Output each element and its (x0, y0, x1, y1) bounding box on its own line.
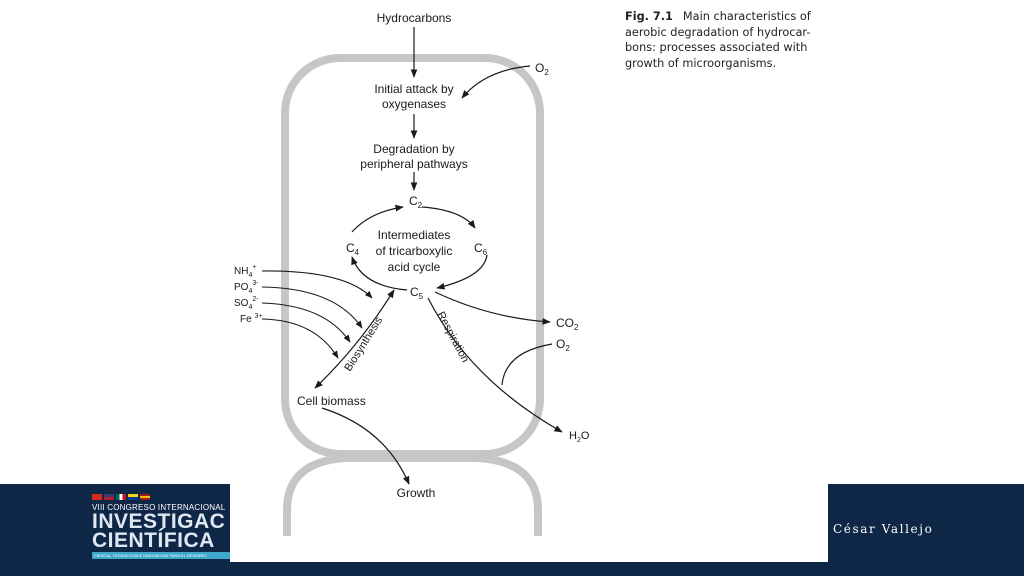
congress-label: VIII CONGRESO INTERNACIONAL (92, 503, 226, 512)
po4-base: PO (234, 282, 249, 293)
arrow-c5-to-co2 (434, 291, 551, 325)
c4-sub: 4 (355, 248, 360, 257)
label-so4: SO42- (234, 296, 259, 311)
o2-top-o: O (535, 61, 544, 75)
label-respiration: Respiration (434, 310, 471, 365)
flag-icon (104, 494, 114, 500)
caption-line: Main characteristics of (682, 10, 811, 23)
po4-sub: 4 (248, 288, 252, 295)
c2-sub: 2 (418, 201, 423, 210)
c5-sub: 5 (419, 292, 424, 301)
label-degradation-line2: peripheral pathways (360, 157, 467, 171)
so4-sup: 2- (252, 296, 259, 303)
congress-logo: VIII CONGRESO INTERNACIONAL INVESTIGAC C… (92, 494, 232, 564)
arrow-c5-to-c4 (351, 256, 408, 291)
label-c2: C2 (409, 194, 423, 210)
label-growth: Growth (397, 486, 436, 500)
arrow-biomass-to-growth (321, 407, 410, 485)
arrow-biosynthesis (314, 289, 395, 389)
c6-sub: 6 (483, 248, 488, 257)
daughter-cell-outline (283, 454, 542, 536)
arrow-c6-to-c5 (436, 254, 488, 290)
logo-tagline: CIENCIA, TECNOLOGÍA E INNOVACIÓN PARA EL… (92, 552, 232, 559)
po4-sup: 3- (252, 280, 259, 287)
line-o2-to-respiration (501, 343, 553, 386)
so4-sub: 4 (248, 304, 252, 311)
label-o2-right: O2 (556, 337, 570, 353)
c2-c: C (409, 194, 418, 208)
o2-top-sub: 2 (544, 68, 549, 77)
c5-c: C (410, 285, 419, 299)
c4-c: C (346, 241, 355, 255)
fe-base: Fe (240, 314, 252, 325)
caption-figure-number: Fig. 7.1 (625, 10, 673, 23)
arrow-fe (261, 318, 339, 359)
label-biosynthesis: Biosynthesis (342, 314, 385, 373)
caption-line: growth of microorganisms. (625, 56, 777, 70)
logo-title-line2: CIENTÍFICA (92, 529, 215, 552)
so4-base: SO (234, 298, 249, 309)
o2-right-sub: 2 (565, 344, 570, 353)
arrow-c2-to-c6 (421, 206, 476, 229)
label-c5: C5 (410, 285, 424, 301)
label-cell-biomass: Cell biomass (297, 394, 366, 408)
caption-line: aerobic degradation of hydrocar- (625, 25, 811, 39)
label-tca-line2: of tricarboxylic (376, 244, 453, 258)
arrow-c4-to-c2 (351, 204, 404, 233)
label-degradation-line1: Degradation by (373, 142, 454, 156)
h2o-h: H (569, 430, 577, 442)
label-hydrocarbons: Hydrocarbons (377, 11, 452, 25)
flag-icon (116, 494, 126, 500)
label-co2: CO2 (556, 316, 579, 332)
h2o-sub: 2 (577, 437, 581, 444)
figure-caption: Fig. 7.1 Main characteristics of aerobic … (625, 9, 830, 71)
arrow-o2-to-attack (461, 65, 531, 99)
o2-right-o: O (556, 337, 565, 351)
nh4-sub: 4 (248, 272, 252, 279)
h2o-o: O (581, 430, 590, 442)
label-initial-attack-line1: Initial attack by (374, 82, 453, 96)
figure-card (230, 0, 828, 562)
flags-row (92, 494, 232, 500)
co2-sub: 2 (574, 323, 579, 332)
arrow-nh4 (261, 270, 373, 299)
nh4-base: NH (234, 266, 248, 277)
label-tca-line3: acid cycle (388, 260, 441, 274)
c6-c: C (474, 241, 483, 255)
nh4-sup: + (252, 264, 256, 271)
arrow-respiration-to-h2o (427, 297, 563, 433)
arrow-so4 (261, 302, 351, 343)
label-c6: C6 (474, 241, 488, 257)
brand-name: César Vallejo (833, 522, 934, 536)
label-h2o: H2O (569, 430, 590, 444)
label-c4: C4 (346, 241, 360, 257)
label-tca-line1: Intermediates (378, 228, 451, 242)
caption-line: bons: processes associated with (625, 41, 808, 54)
arrow-po4 (261, 286, 363, 329)
label-o2-top: O2 (535, 61, 549, 77)
label-nh4: NH4+ (234, 264, 256, 279)
fe-sup: 3+ (255, 313, 263, 320)
label-initial-attack-line2: oxygenases (382, 97, 446, 111)
flag-icon (128, 494, 138, 500)
flag-icon (140, 494, 150, 500)
co2-base: CO (556, 316, 574, 330)
flag-icon (92, 494, 102, 500)
label-po4: PO43- (234, 280, 259, 295)
logo-title-line1: INVESTIGAC (92, 510, 226, 533)
